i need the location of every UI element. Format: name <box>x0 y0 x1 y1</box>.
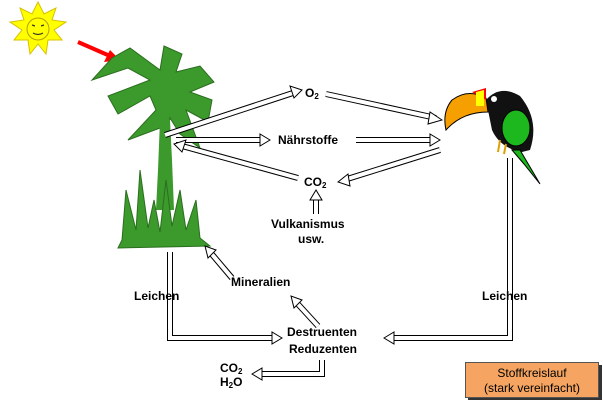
label-co2-bottom: CO2 <box>220 361 243 376</box>
toucan-icon <box>444 88 541 185</box>
label-reduzenten: Reduzenten <box>289 342 357 356</box>
label-leichen-left: Leichen <box>134 289 179 303</box>
label-h2o: H2O <box>220 375 242 390</box>
label-co2-top: CO2 <box>304 175 327 190</box>
legend-title: Stoffkreislauf <box>497 366 567 380</box>
label-naehrstoffe: Nährstoffe <box>278 133 338 147</box>
arrow-plant-to-o2 <box>164 85 303 138</box>
arrow-mineralien-to-plant <box>204 245 235 280</box>
label-destruenten: Destruenten <box>287 325 357 339</box>
legend-subtitle: (stark vereinfacht) <box>483 381 581 395</box>
arrow-destruenten-to-mineralien <box>290 295 321 329</box>
sun-icon <box>8 0 68 56</box>
arrow-co2-to-plant <box>173 139 299 181</box>
arrow-destruenten-to-co2-h2o <box>251 360 325 381</box>
label-usw: usw. <box>298 232 324 246</box>
arrow-plant-leichen-to-destruenten <box>167 252 283 345</box>
arrow-toucan-to-co2 <box>336 147 441 187</box>
arrow-plant-to-naehrstoffe <box>176 133 271 147</box>
arrow-vulkanismus-to-co2 <box>309 189 323 214</box>
arrow-o2-to-toucan <box>325 91 444 125</box>
palm-tree-icon <box>90 45 215 249</box>
arrow-naehrstoffe-to-toucan <box>356 133 441 147</box>
label-leichen-right: Leichen <box>482 289 527 303</box>
label-o2: O2 <box>305 86 319 101</box>
label-mineralien: Mineralien <box>231 275 290 289</box>
label-vulkanismus: Vulkanismus <box>271 217 345 231</box>
arrow-toucan-leichen-to-destruenten <box>383 158 513 345</box>
legend-box: Stoffkreislauf (stark vereinfacht) <box>465 362 599 398</box>
